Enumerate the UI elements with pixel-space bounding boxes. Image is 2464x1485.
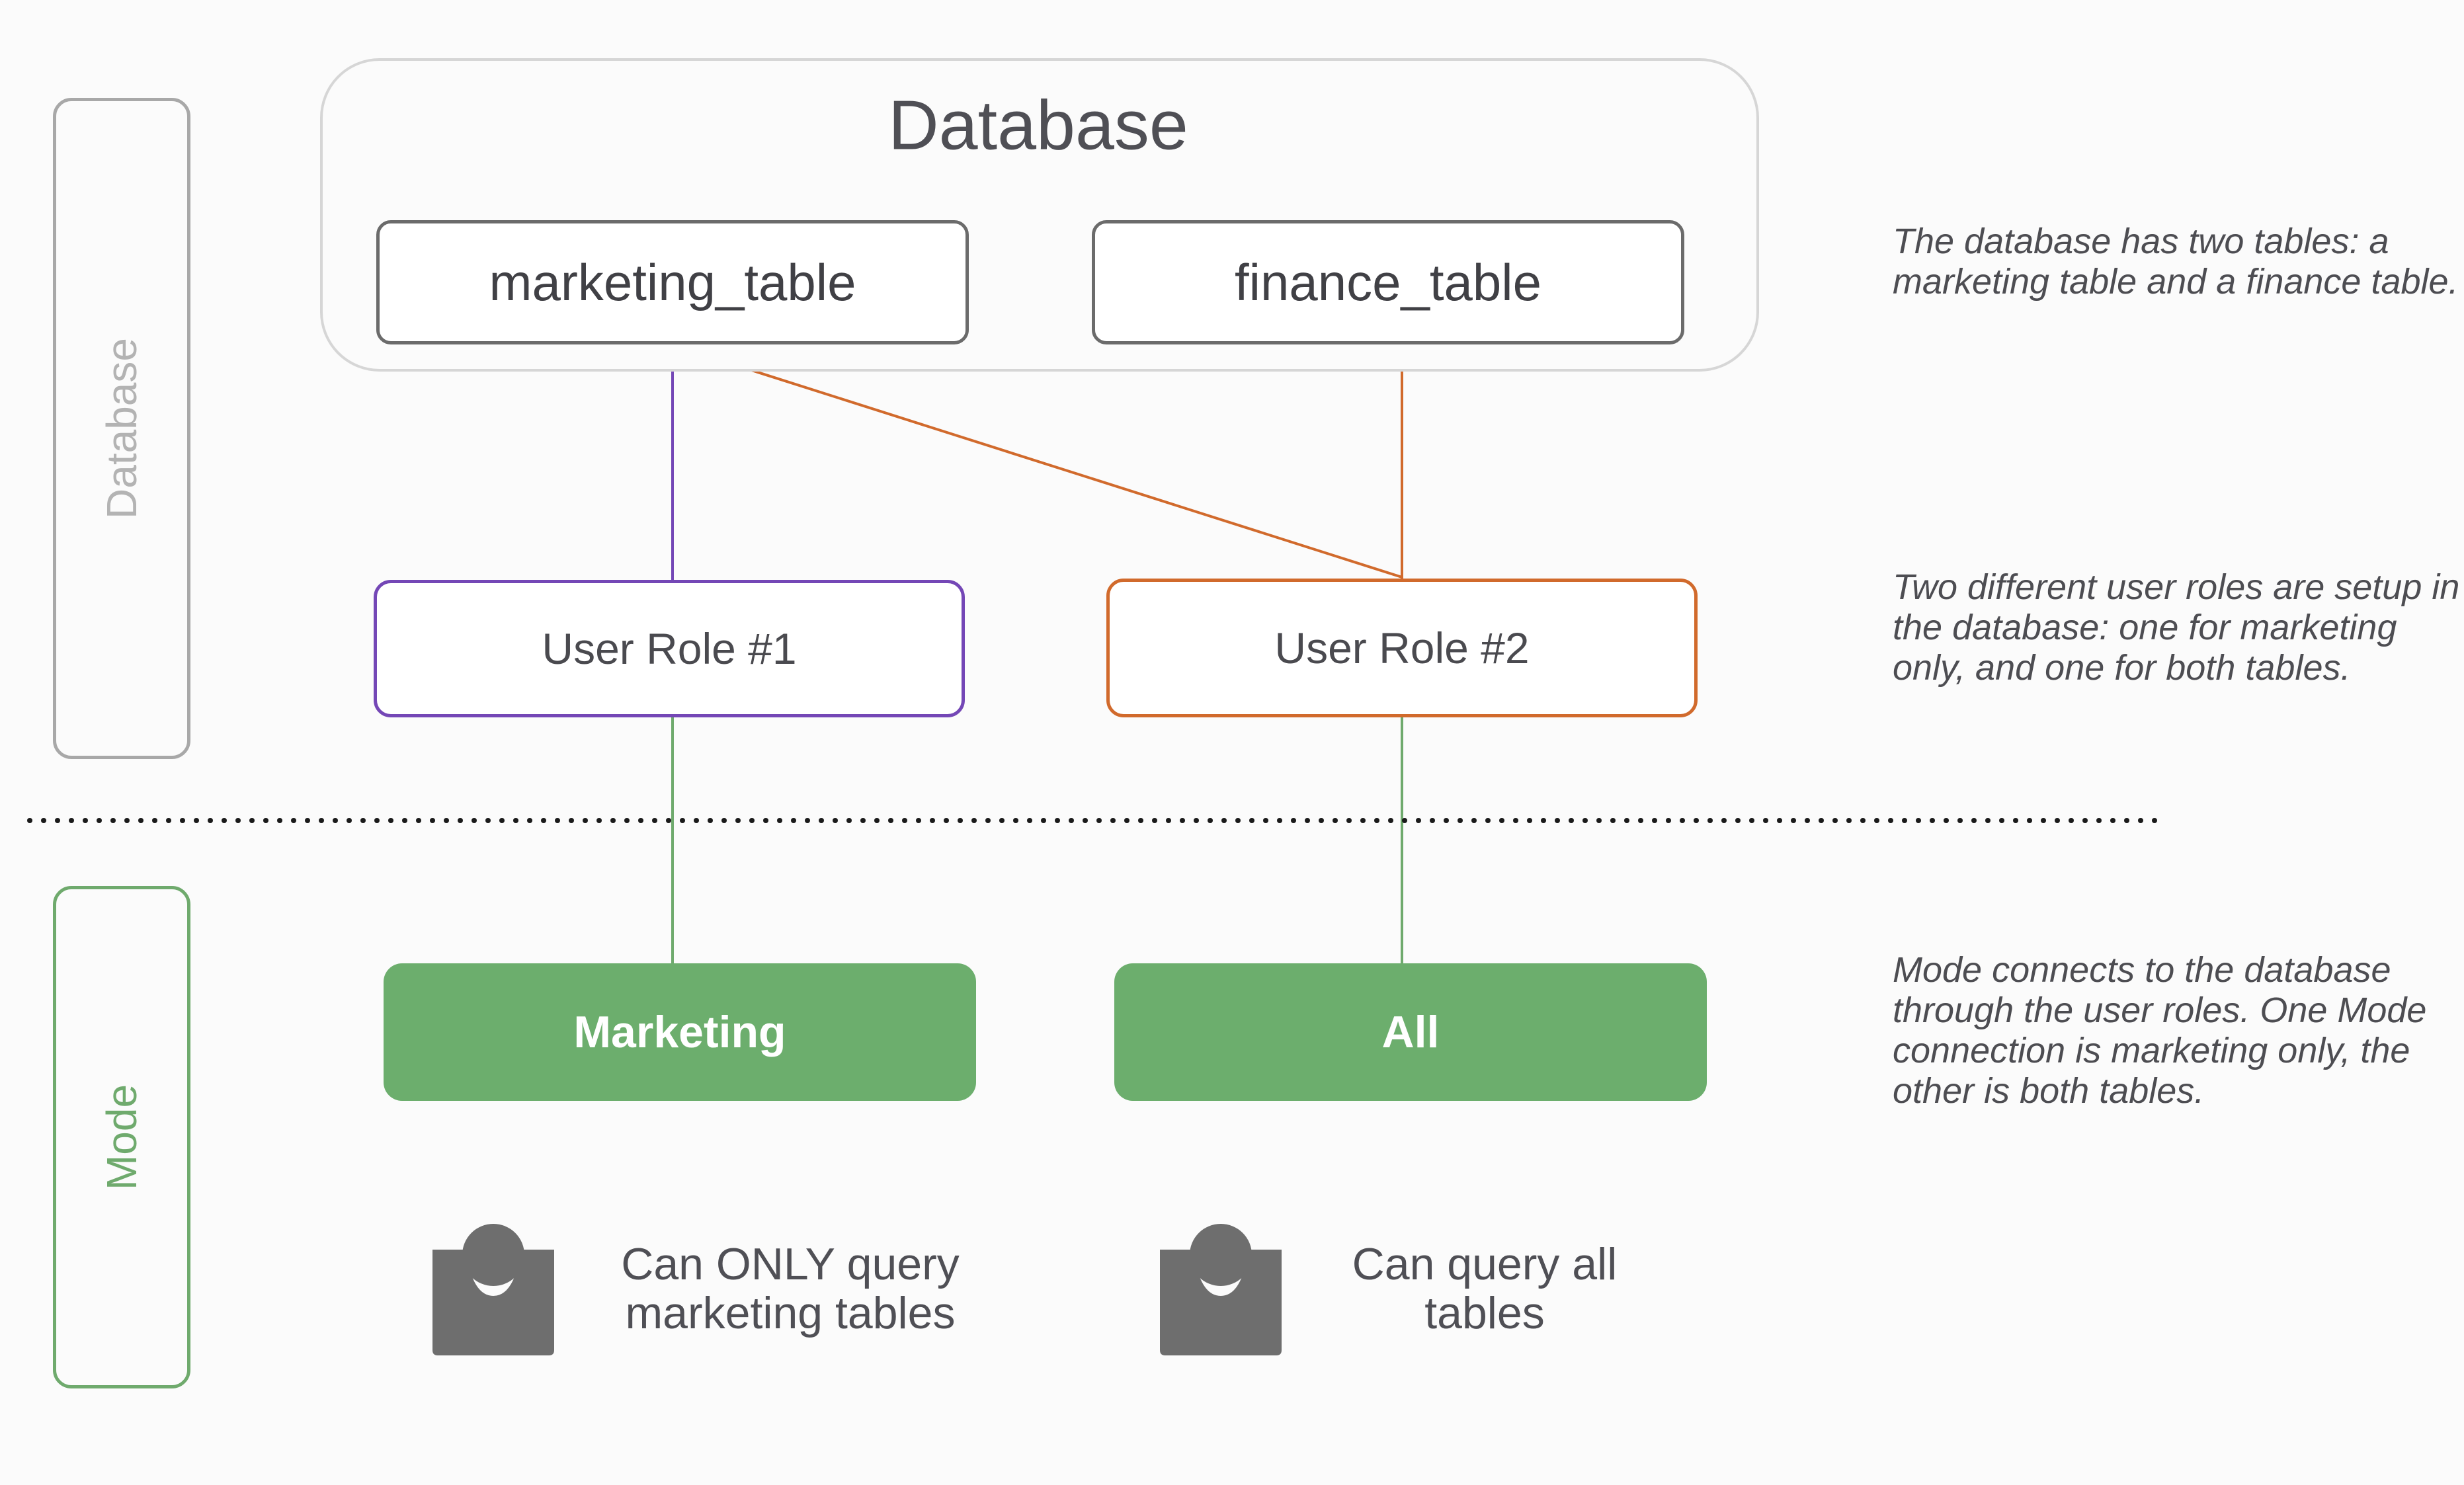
database-section-label: Database	[98, 338, 145, 519]
user-roles-description: Two different user roles are setup in th…	[1893, 567, 2460, 688]
mode-section-frame: Mode	[53, 886, 190, 1388]
database-title: Database	[888, 86, 1188, 165]
section-divider	[27, 818, 2168, 823]
marketing-connection-node: Marketing	[384, 963, 976, 1101]
marketing-access-caption: Can ONLY query marketing tables	[621, 1239, 960, 1338]
line-marketing-table-to-role2	[672, 344, 1403, 579]
user-role-2-node: User Role #2	[1106, 579, 1698, 717]
all-connection-node: All	[1114, 963, 1707, 1101]
database-description: The database has two tables: a marketing…	[1893, 221, 2459, 301]
user-role-1-node: User Role #1	[374, 580, 965, 717]
all-access-caption: Can query all tables	[1352, 1239, 1618, 1338]
database-section-frame: Database	[53, 98, 190, 759]
user-icon	[432, 1224, 554, 1355]
marketing-table-node: marketing_table	[376, 220, 969, 344]
mode-description: Mode connects to the database through th…	[1893, 950, 2427, 1111]
mode-section-label: Mode	[98, 1084, 145, 1191]
user-icon	[1160, 1224, 1282, 1355]
finance-table-node: finance_table	[1092, 220, 1684, 344]
